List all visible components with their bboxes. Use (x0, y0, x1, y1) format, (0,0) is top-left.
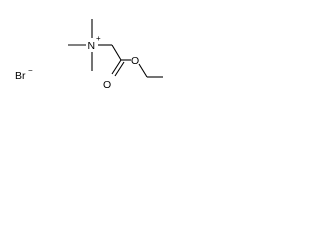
bromide-charge: − (28, 66, 33, 75)
ester-oxygen-symbol: O (131, 55, 139, 67)
bonds (68, 19, 163, 78)
bond-ch2-carbonyl (111, 44, 122, 61)
atom-labels: Br − N + O O (15, 34, 139, 91)
bond-carbonyl-double-b (114, 61, 125, 77)
chemical-structure: Br − N + O O (15, 19, 163, 91)
carbonyl-oxygen-symbol: O (103, 79, 111, 91)
nitrogen-symbol: N (88, 40, 96, 52)
bond-carbonyl-double-a (111, 59, 122, 75)
nitrogen-charge: + (96, 34, 101, 43)
bond-ester-o-ethyl (138, 63, 148, 78)
bromide-symbol: Br (15, 70, 26, 82)
